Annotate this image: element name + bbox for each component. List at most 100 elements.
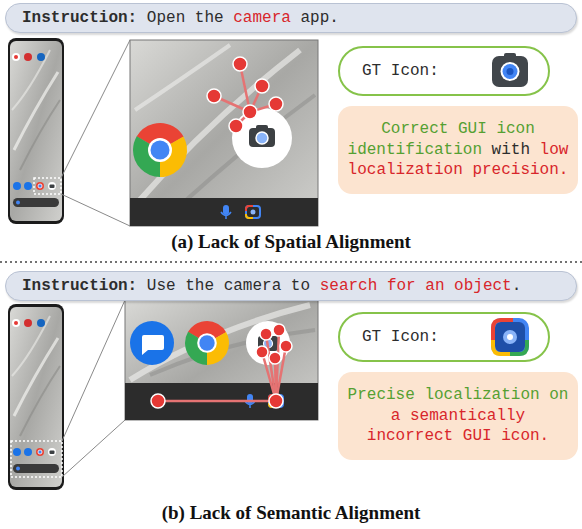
chrome-icon xyxy=(192,328,222,358)
messages-icon xyxy=(130,321,174,365)
zoom-inset xyxy=(170,95,315,215)
zoom-inset xyxy=(130,40,318,226)
text-run: GT Icon: xyxy=(362,62,439,80)
text-run: a semantically incorrect GUI icon. xyxy=(367,407,549,446)
prediction-dot xyxy=(151,394,165,408)
text-line: Instruction: Use the camera to search fo… xyxy=(22,277,521,295)
explanation-box: Correct GUI icon identification with low… xyxy=(338,106,578,194)
prediction-dot xyxy=(269,394,283,408)
chrome-icon xyxy=(142,132,179,169)
text-run: search for an object xyxy=(320,277,512,295)
text-run: Instruction: xyxy=(22,277,137,295)
lens-small-icon xyxy=(269,395,283,407)
text-run: with xyxy=(492,141,530,159)
zoom-inset xyxy=(125,300,318,420)
messages-icon xyxy=(142,335,164,355)
zoom-inset xyxy=(135,45,230,110)
chrome-icon xyxy=(196,332,218,354)
mic-icon xyxy=(221,205,231,219)
prediction-dot xyxy=(280,340,292,352)
gt-camera-icon xyxy=(507,68,514,75)
camera-icon xyxy=(249,128,275,147)
gt-lens-icon xyxy=(493,320,527,354)
chrome-icon xyxy=(192,328,222,358)
prediction-dot xyxy=(260,328,272,340)
lens-small-icon xyxy=(269,395,283,407)
chrome-icon xyxy=(142,132,179,169)
prediction-dot xyxy=(207,89,221,103)
text-run: Precise localization on xyxy=(348,386,569,404)
prediction-dot xyxy=(273,324,285,336)
gt-camera-icon xyxy=(501,62,520,81)
zoom-leader-line xyxy=(61,194,130,226)
text-line: GT Icon: xyxy=(362,62,439,80)
phone-screenshot xyxy=(8,304,64,490)
chrome-icon xyxy=(147,137,174,164)
dotted-separator xyxy=(0,261,582,263)
prediction-dot xyxy=(233,57,247,71)
phone-screenshot xyxy=(8,304,64,490)
text-run: app. xyxy=(300,9,338,27)
mic-icon xyxy=(223,205,229,215)
gt-camera-icon xyxy=(503,64,518,79)
text-run: . xyxy=(512,277,522,295)
prediction-dot xyxy=(229,119,243,133)
mic-icon xyxy=(247,394,253,404)
instruction-bar: Instruction: Open the camera app. xyxy=(5,3,577,33)
camera-icon xyxy=(256,132,268,144)
panel-caption: (b) Lack of Semantic Alignment xyxy=(0,500,582,526)
chrome-icon xyxy=(192,328,222,358)
messages-icon xyxy=(130,321,174,365)
gt-lens-icon xyxy=(503,330,517,344)
text-run: Use the camera to xyxy=(147,277,310,295)
text-run: GT Icon: xyxy=(362,328,439,346)
chrome-icon xyxy=(151,141,170,160)
text-line: Precise localization on a semantically i… xyxy=(344,385,572,447)
chrome-icon xyxy=(199,335,214,350)
zoom-leader-line xyxy=(61,40,130,477)
prediction-dot xyxy=(207,57,283,133)
zoom-region xyxy=(11,441,62,477)
prediction-dot xyxy=(255,79,269,93)
zoom-inset xyxy=(130,40,318,226)
text-run: camera xyxy=(233,9,291,27)
zoom-region xyxy=(34,178,61,194)
explanation-box: Precise localization on a semantically i… xyxy=(338,372,578,460)
prediction-dot xyxy=(243,105,257,119)
phone-screenshot xyxy=(8,38,64,224)
panel-caption: (a) Lack of Spatial Alignment xyxy=(0,229,582,255)
prediction-dot xyxy=(151,324,292,408)
camera-small-icon xyxy=(246,206,260,218)
instruction-bar: Instruction: Use the camera to search fo… xyxy=(5,271,577,301)
prediction-points xyxy=(158,400,276,403)
gt-lens-icon xyxy=(493,320,527,354)
mic-icon xyxy=(221,212,231,219)
chrome-icon xyxy=(142,132,179,169)
camera-icon xyxy=(232,108,292,168)
zoom-region xyxy=(11,178,62,477)
gt-camera-icon xyxy=(492,56,528,87)
zoom-leader-line xyxy=(62,420,125,477)
prediction-dot xyxy=(256,346,268,358)
camera-small-icon xyxy=(246,214,253,218)
zoom-inset xyxy=(150,330,315,375)
camera-small-icon xyxy=(251,210,256,215)
prediction-dot xyxy=(269,97,283,111)
prediction-dot xyxy=(269,352,281,364)
zoom-leader-line xyxy=(62,300,125,441)
gt-lens-icon xyxy=(507,334,513,340)
chrome-icon xyxy=(197,333,217,353)
zoom-inset xyxy=(130,198,318,226)
zoom-leader-line xyxy=(61,40,130,178)
text-run: Open the xyxy=(147,9,224,27)
chrome-icon xyxy=(148,138,172,162)
text-line: Instruction: Open the camera app. xyxy=(22,9,339,27)
gt-icon-box: GT Icon: xyxy=(338,312,550,362)
camera-icon xyxy=(232,108,292,168)
text-line: Correct GUI icon identification with low… xyxy=(344,119,572,181)
zoom-inset xyxy=(125,300,318,420)
zoom-inset xyxy=(125,383,318,420)
text-run: Instruction: xyxy=(22,9,137,27)
gt-icon-box: GT Icon: xyxy=(338,46,550,96)
